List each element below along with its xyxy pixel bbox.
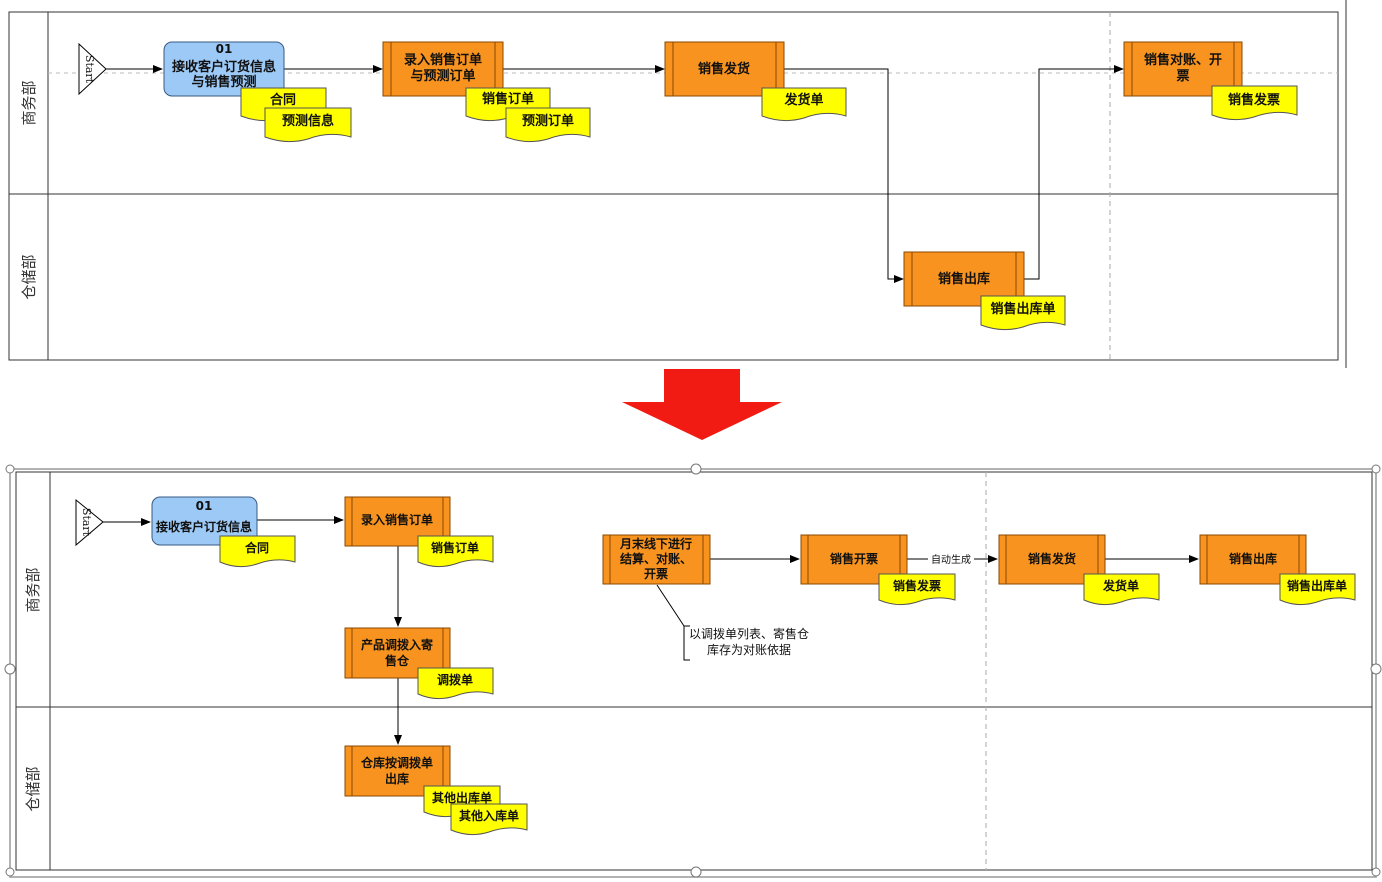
bottom-transfer-in-line2: 售仓 [385,653,410,668]
bottom-doc-transfer-note: 调拨单 [417,667,494,700]
top-lane-label-business: 商务部 [20,80,38,125]
top-doc-contract-label: 合同 [270,92,296,108]
top-reconcile-line1: 销售对账、开 [1144,52,1222,68]
top-reconcile-line2: 票 [1176,68,1189,84]
top-edge-ship-to-outbound [784,68,904,283]
bottom-ship-label: 销售发货 [1028,551,1076,566]
bottom-doc-transfer-note-label: 调拨单 [437,672,473,687]
top-doc-forecast-order-label: 预测订单 [522,113,574,129]
bottom-lane-label-warehouse: 仓储部 [24,766,42,811]
bottom-warehouse-out-line2: 出库 [385,771,409,786]
bottom-note-leader [656,584,685,627]
top-process-enter-order [382,41,504,97]
top-enter-order-line1: 录入销售订单 [404,52,482,68]
bottom-invoicing-label: 销售开票 [830,551,878,566]
top-start-label: Start [83,55,96,84]
top-start-triangle [78,42,107,96]
bottom-transfer-in-line1: 产品调拨入寄 [361,637,433,652]
top-doc-invoice: 销售发票 [1211,85,1298,121]
bottom-lane-label-business: 商务部 [24,567,42,612]
top-edge-outbound-to-reconcile [1024,65,1124,280]
top-doc-forecast-info-label: 预测信息 [282,113,334,129]
bottom-doc-outbound-note: 销售出库单 [1279,573,1356,606]
bottom-start-label: Start [80,508,93,537]
bottom-month-end-line3: 开票 [644,567,668,581]
bottom-process-invoicing [800,534,908,585]
resize-handle-top-left[interactable] [5,464,15,474]
bottom-doc-sales-order: 销售订单 [417,535,494,568]
resize-handle-top[interactable] [690,463,702,475]
bottom-doc-other-out-label: 其他出库单 [432,790,492,805]
resize-handle-right[interactable] [1370,663,1382,675]
bottom-enter-order-label: 录入销售订单 [361,512,433,527]
top-lane-label-warehouse: 仓储部 [20,254,38,299]
top-ship-label: 销售发货 [698,61,750,77]
top-doc-invoice-label: 销售发票 [1228,92,1280,108]
bottom-start-triangle [75,498,104,547]
top-process-01-line2: 与销售预测 [191,74,256,90]
bottom-doc-sales-order-label: 销售订单 [431,540,479,555]
bottom-warehouse-out-line1: 仓库按调拨单 [360,755,433,770]
resize-handle-bottom-right[interactable] [1371,867,1381,877]
bottom-doc-contract-label: 合同 [245,540,269,555]
top-process-ship [664,41,785,97]
resize-handle-bottom[interactable] [690,866,702,878]
bottom-doc-invoice: 销售发票 [878,573,956,606]
bottom-doc-contract: 合同 [219,535,296,568]
top-enter-order-line2: 与预测订单 [410,68,475,84]
resize-handle-bottom-left[interactable] [5,867,15,877]
bottom-month-end-line2: 结算、对账、 [620,551,692,566]
bottom-note-bracket [683,625,690,661]
resize-handle-left[interactable] [4,663,16,675]
bottom-process-01-id: 01 [196,499,213,513]
bottom-doc-invoice-label: 销售发票 [893,578,941,593]
transition-arrow-icon [622,369,782,440]
top-doc-forecast-order: 预测订单 [505,107,591,143]
bottom-process-01-line1: 接收客户订货信息 [156,519,252,534]
bottom-doc-other-in: 其他入库单 [450,803,528,836]
resize-handle-top-right[interactable] [1371,464,1381,474]
bottom-edge-auto-label: 自动生成 [931,553,971,566]
bottom-diagram: 商务部 仓储部 Start 自动生成 01 接收客户订货信息 录入销售订单 产品… [4,463,1382,878]
bottom-note-line1: 以调拨单列表、寄售仓 [689,626,809,641]
top-process-01 [163,41,285,97]
bottom-doc-delivery-note: 发货单 [1083,573,1160,606]
top-doc-sales-order-label: 销售订单 [482,91,534,107]
top-doc-delivery-note-label: 发货单 [783,92,823,108]
bottom-doc-other-in-label: 其他入库单 [459,808,519,823]
bottom-process-01 [151,496,258,546]
bottom-month-end-line1: 月末线下进行 [619,536,692,551]
bottom-doc-delivery-note-label: 发货单 [1102,578,1139,593]
top-doc-delivery-note: 发货单 [761,87,847,122]
top-doc-outbound-note-label: 销售出库单 [990,301,1055,317]
top-process-01-line1: 接收客户订货信息 [172,59,276,75]
bottom-note-line2: 库存为对账依据 [707,642,791,657]
top-process-01-id: 01 [216,42,233,56]
bottom-doc-outbound-note-label: 销售出库单 [1287,578,1347,593]
top-doc-outbound-note: 销售出库单 [980,295,1066,331]
top-doc-forecast-info: 预测信息 [264,107,352,143]
top-outbound-label: 销售出库 [938,271,990,287]
bottom-outbound-label: 销售出库 [1229,551,1277,566]
top-diagram: 商务部 仓储部 Start 01 接收客户订货信息 与销售预测 录入销售订单 与… [8,0,1347,368]
bottom-process-month-end [602,534,711,585]
